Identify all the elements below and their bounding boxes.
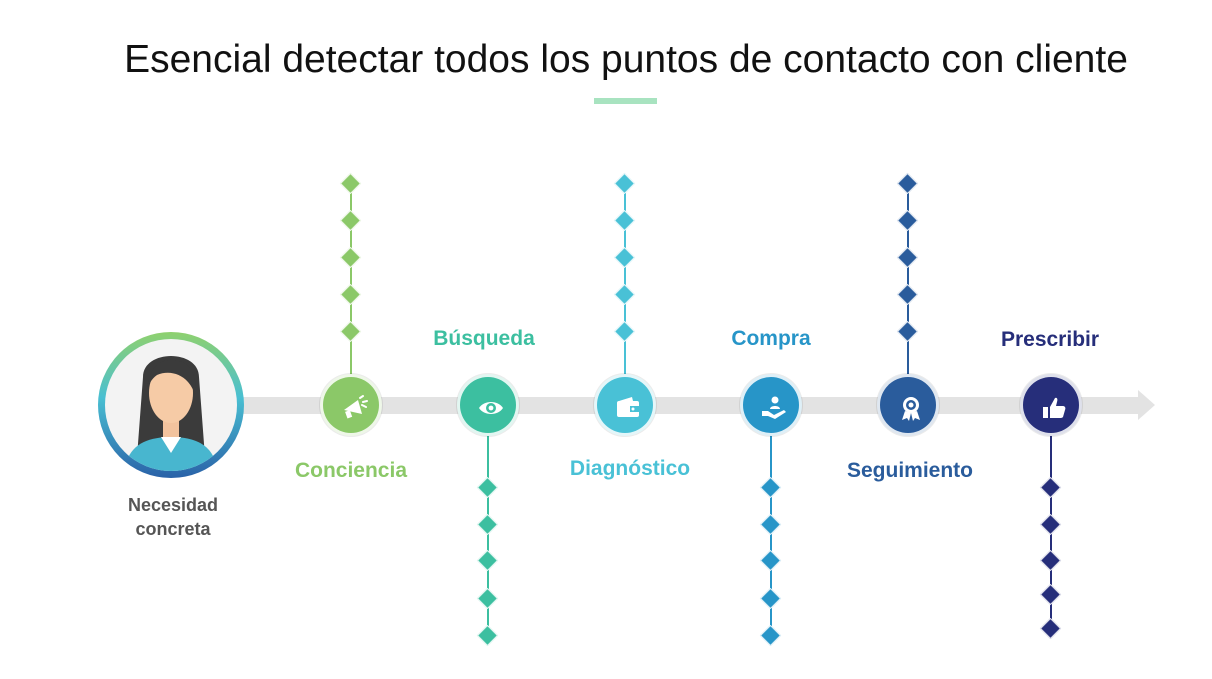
connector-line-diagnostico [624, 184, 626, 376]
diamond-marker [1039, 513, 1062, 536]
diamond-marker [1039, 617, 1062, 640]
diamond-marker [759, 513, 782, 536]
stage-label-seguimiento: Seguimiento [846, 459, 973, 482]
diamond-marker [476, 587, 499, 610]
diamond-marker [1039, 549, 1062, 572]
megaphone-icon [344, 395, 368, 419]
hand-person-icon [762, 396, 786, 419]
diamond-marker [339, 283, 362, 306]
diamond-marker [896, 283, 919, 306]
stage-label-diagnostico: Diagnóstico [569, 457, 691, 480]
diamond-marker [896, 209, 919, 232]
diamond-marker [476, 513, 499, 536]
diamond-marker [896, 320, 919, 343]
diamond-marker [896, 172, 919, 195]
diamond-marker [613, 209, 636, 232]
stage-label-prescribir: Prescribir [1000, 328, 1100, 351]
diamond-marker [476, 549, 499, 572]
diamond-marker [1039, 583, 1062, 606]
wallet-icon [617, 397, 639, 417]
avatar [105, 339, 237, 471]
page-title: Esencial detectar todos los puntos de co… [124, 38, 1128, 81]
connector-line-seguimiento [907, 184, 909, 376]
stage-compra [740, 374, 802, 436]
stage-conciencia [320, 374, 382, 436]
diamond-marker [339, 320, 362, 343]
diamond-marker [896, 246, 919, 269]
diamond-marker [476, 624, 499, 647]
diamond-marker [613, 320, 636, 343]
stage-label-compra: Compra [731, 327, 811, 350]
diamond-marker [759, 476, 782, 499]
connector-line-conciencia [350, 184, 352, 376]
diamond-marker [339, 172, 362, 195]
person-label-line2: concreta [135, 519, 211, 539]
eye-icon [479, 402, 503, 414]
diamond-marker [759, 549, 782, 572]
diamond-marker [759, 587, 782, 610]
diamond-marker [613, 283, 636, 306]
diamond-marker [613, 246, 636, 269]
award-icon [902, 397, 920, 421]
stage-prescribir [1020, 374, 1082, 436]
stage-label-busqueda: Búsqueda [433, 327, 535, 350]
stage-label-conciencia: Conciencia [294, 459, 408, 482]
diamond-marker [759, 624, 782, 647]
title-underline [594, 98, 657, 104]
stage-seguimiento [877, 374, 939, 436]
diamond-marker [339, 246, 362, 269]
diamond-marker [476, 476, 499, 499]
stage-diagnostico [594, 374, 656, 436]
person-label-line1: Necesidad [127, 495, 219, 515]
person-label: Necesidad concreta [100, 493, 246, 541]
stage-busqueda [457, 374, 519, 436]
woman-avatar-icon [125, 356, 217, 471]
thumbs-up-icon [1043, 397, 1066, 418]
timeline-arrow-head [1138, 390, 1155, 420]
diamond-marker [613, 172, 636, 195]
diamond-marker [1039, 476, 1062, 499]
diamond-marker [339, 209, 362, 232]
